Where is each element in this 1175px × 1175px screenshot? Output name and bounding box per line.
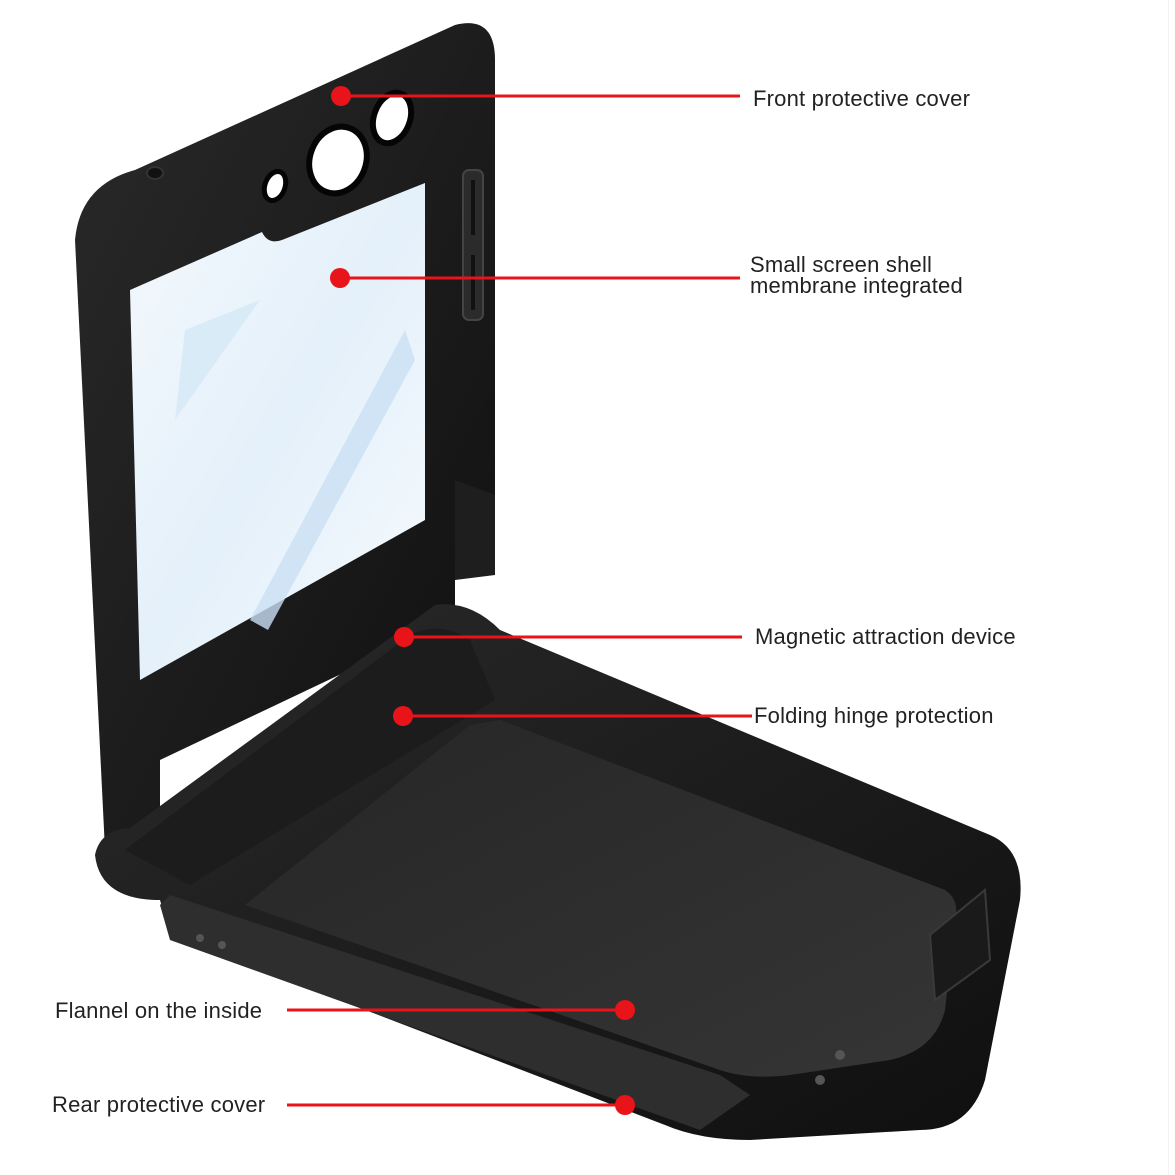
front-cover-shape xyxy=(75,23,495,850)
callout-dot xyxy=(615,1095,635,1115)
label-text: Flannel on the inside xyxy=(55,998,263,1023)
callout-dot xyxy=(393,706,413,726)
callout-dot xyxy=(394,627,414,647)
callout-magnetic xyxy=(394,627,742,647)
callout-markers xyxy=(287,86,752,1115)
callout-dot xyxy=(615,1000,635,1020)
callout-hinge xyxy=(393,706,752,726)
rear-cover-shape xyxy=(95,604,1021,1140)
callout-dot xyxy=(330,268,350,288)
label-hinge: Folding hinge protection xyxy=(754,703,994,728)
label-flannel: Flannel on the inside xyxy=(55,998,263,1023)
label-text: Rear protective cover xyxy=(52,1092,266,1117)
label-front-cover: Front protective cover xyxy=(753,86,971,111)
callout-small-screen xyxy=(330,268,740,288)
label-text-line-1: Small screen shell xyxy=(750,252,933,277)
callout-rear-cover xyxy=(287,1095,635,1115)
callout-flannel xyxy=(287,1000,635,1020)
callout-dot xyxy=(331,86,351,106)
label-magnetic: Magnetic attraction device xyxy=(755,624,1016,649)
label-text-line-2: membrane integrated xyxy=(750,273,963,298)
callout-front-cover xyxy=(331,86,740,106)
right-edge-divider xyxy=(1168,0,1169,1175)
label-text: Magnetic attraction device xyxy=(755,624,1016,649)
label-rear-cover: Rear protective cover xyxy=(52,1092,266,1117)
label-text: Front protective cover xyxy=(753,86,971,111)
label-text: Folding hinge protection xyxy=(754,703,994,728)
label-small-screen: Small screen shell membrane integrated xyxy=(750,252,963,298)
